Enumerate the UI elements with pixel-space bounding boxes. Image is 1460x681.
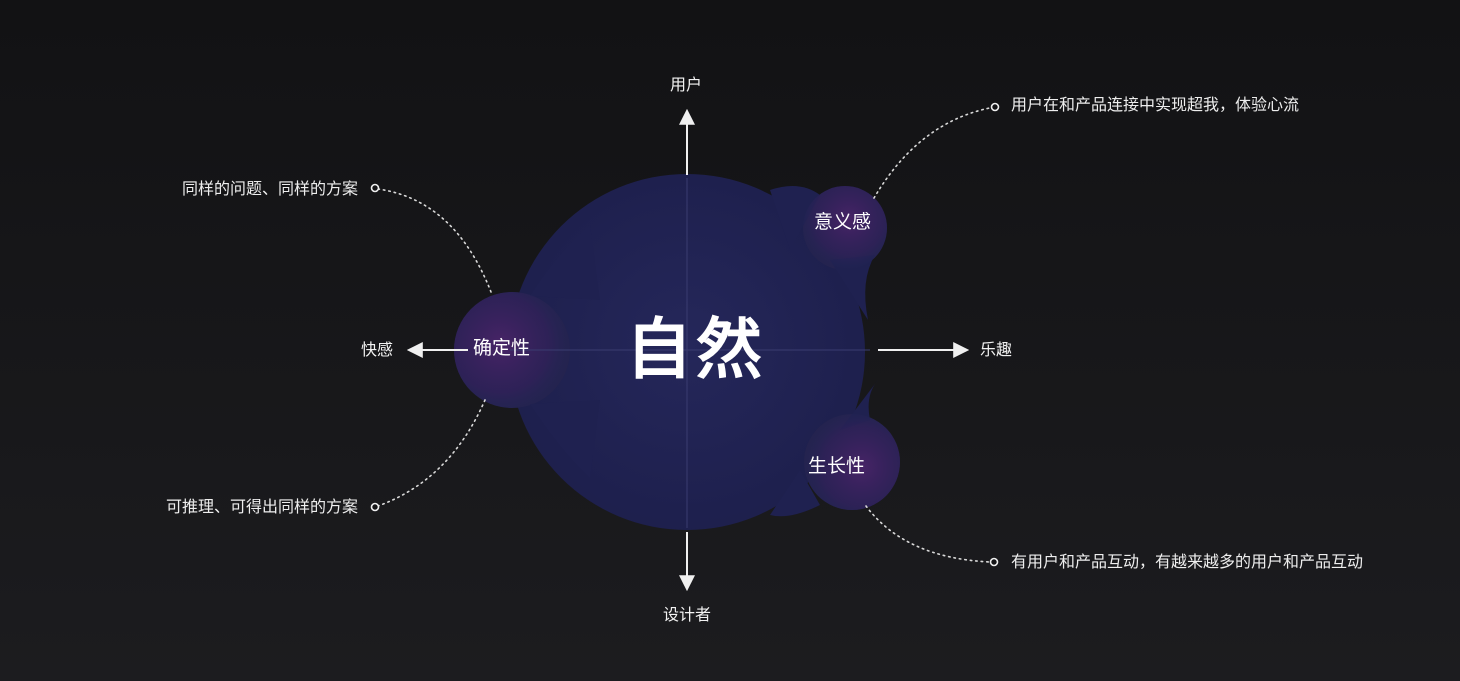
note-certainty-top: 同样的问题、同样的方案 [181,179,358,198]
connector-certainty-bottom [377,399,486,507]
growth-node-glow [804,414,900,510]
axis-label-top: 用户 [670,75,703,94]
node-label-meaning: 意义感 [814,211,872,233]
endpoint-certainty-top [370,183,380,193]
connector-certainty-top [377,188,492,293]
note-certainty-bottom: 可推理、可得出同样的方案 [165,497,358,516]
endpoint-meaning [990,102,1000,112]
note-meaning: 用户在和产品连接中实现超我，体验心流 [1011,95,1300,114]
endpoint-growth [989,557,999,567]
axis-label-right: 乐趣 [980,340,1013,359]
meaning-node-glow [803,186,887,270]
note-growth: 有用户和产品互动，有越来越多的用户和产品互动 [1011,552,1364,571]
node-label-growth: 生长性 [808,455,866,477]
connector-meaning [873,106,996,199]
axis-label-bottom: 设计者 [663,605,712,624]
axis-label-left: 快感 [361,340,394,359]
center-title: 自然 [626,311,766,388]
connector-growth [865,505,991,563]
endpoint-certainty-bottom [370,502,380,512]
node-label-certainty: 确定性 [473,337,531,359]
